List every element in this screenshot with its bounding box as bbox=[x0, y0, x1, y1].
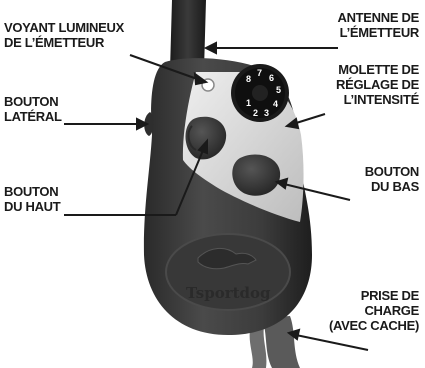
dial-number: 4 bbox=[273, 97, 278, 112]
label-line: VOYANT LUMINEUX bbox=[4, 20, 124, 35]
label-line: CHARGE bbox=[329, 303, 419, 318]
dial-number: 8 bbox=[246, 72, 251, 87]
dial-number: 6 bbox=[269, 71, 274, 86]
label-line: DU BAS bbox=[365, 179, 419, 194]
brand-logo-text: Tsportdog bbox=[186, 286, 271, 301]
label-line: BOUTON bbox=[4, 184, 60, 199]
label-line: DE L’ÉMETTEUR bbox=[4, 35, 124, 50]
label-line: RÉGLAGE DE bbox=[336, 77, 419, 92]
dial-number: 1 bbox=[246, 96, 251, 111]
dial-number: 2 bbox=[253, 106, 258, 121]
leader-prise bbox=[296, 335, 368, 350]
label-antenne: ANTENNE DE L’ÉMETTEUR bbox=[337, 10, 419, 40]
label-line: LATÉRAL bbox=[4, 109, 62, 124]
label-bas: BOUTON DU BAS bbox=[365, 164, 419, 194]
bottom-button-shape bbox=[232, 154, 280, 195]
dial-number: 7 bbox=[257, 66, 262, 81]
label-line: (AVEC CACHE) bbox=[329, 318, 419, 333]
label-molette: MOLETTE DE RÉGLAGE DE L’INTENSITÉ bbox=[336, 62, 419, 107]
label-line: MOLETTE DE bbox=[336, 62, 419, 77]
dial-number: 5 bbox=[276, 83, 281, 98]
label-prise: PRISE DE CHARGE (AVEC CACHE) bbox=[329, 288, 419, 333]
label-line: DU HAUT bbox=[4, 199, 60, 214]
dial-number: 3 bbox=[264, 106, 269, 121]
label-lateral: BOUTON LATÉRAL bbox=[4, 94, 62, 124]
label-line: BOUTON bbox=[365, 164, 419, 179]
label-line: ANTENNE DE bbox=[337, 10, 419, 25]
label-line: BOUTON bbox=[4, 94, 62, 109]
label-line: L’ÉMETTEUR bbox=[337, 25, 419, 40]
label-line: PRISE DE bbox=[329, 288, 419, 303]
label-haut: BOUTON DU HAUT bbox=[4, 184, 60, 214]
label-voyant: VOYANT LUMINEUX DE L’ÉMETTEUR bbox=[4, 20, 124, 50]
label-line: L’INTENSITÉ bbox=[336, 92, 419, 107]
